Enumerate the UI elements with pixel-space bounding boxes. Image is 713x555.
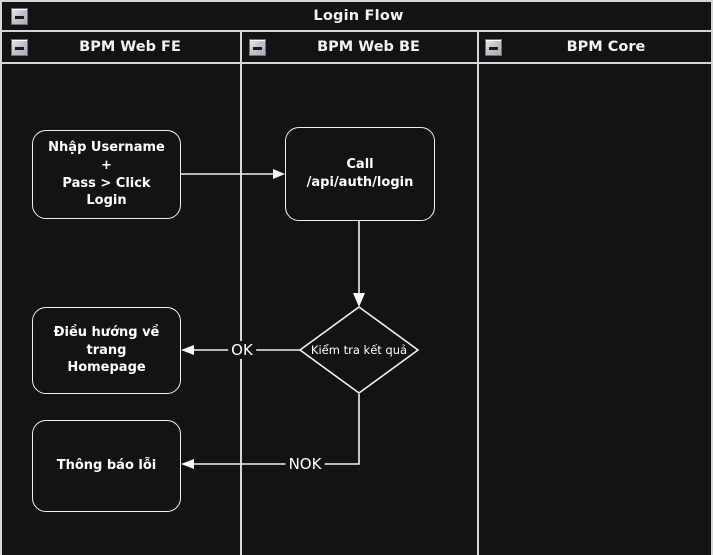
lane-header-bpm-core[interactable]: BPM Core bbox=[479, 32, 711, 64]
task-show-error[interactable]: Thông báo lỗi bbox=[32, 420, 181, 512]
lane-header-bpm-web-fe[interactable]: BPM Web FE bbox=[2, 32, 240, 64]
task-call-login-api[interactable]: Call /api/auth/login bbox=[285, 127, 435, 221]
arrowhead-input-to-call bbox=[273, 169, 285, 179]
lane-divider-be-core bbox=[477, 32, 479, 555]
lane-label-bpm-web-be: BPM Web BE bbox=[317, 39, 420, 55]
task-input-credentials[interactable]: Nhập Username +Pass > Click Login bbox=[32, 130, 181, 219]
task-label-input-credentials: Nhập Username +Pass > Click Login bbox=[48, 140, 165, 209]
edge-label-nok: NOK bbox=[285, 455, 325, 473]
pool-title-bar: Login Flow bbox=[2, 2, 711, 32]
gateway-diamond-shape bbox=[298, 306, 420, 394]
edge-check-to-error bbox=[189, 394, 360, 465]
task-label-call-login-api: Call /api/auth/login bbox=[306, 157, 414, 190]
edge-label-ok: OK bbox=[228, 341, 256, 359]
lane-collapse-icon-bpm-core[interactable] bbox=[485, 39, 502, 56]
pool-title: Login Flow bbox=[313, 8, 404, 24]
arrowhead-check-to-error bbox=[181, 459, 194, 469]
arrowhead-check-to-homepage bbox=[181, 345, 194, 355]
gateway-check-result[interactable]: Kiểm tra kết quả bbox=[298, 305, 420, 395]
lane-collapse-icon-bpm-web-fe[interactable] bbox=[11, 39, 28, 56]
lane-divider-fe-be bbox=[240, 32, 242, 555]
lane-header-bpm-web-be[interactable]: BPM Web BE bbox=[242, 32, 477, 64]
lane-label-bpm-core: BPM Core bbox=[566, 39, 646, 55]
lane-label-bpm-web-fe: BPM Web FE bbox=[79, 39, 181, 55]
lane-collapse-icon-bpm-web-be[interactable] bbox=[249, 39, 266, 56]
pool-collapse-icon[interactable] bbox=[11, 8, 28, 25]
task-label-show-error: Thông báo lỗi bbox=[56, 458, 157, 474]
